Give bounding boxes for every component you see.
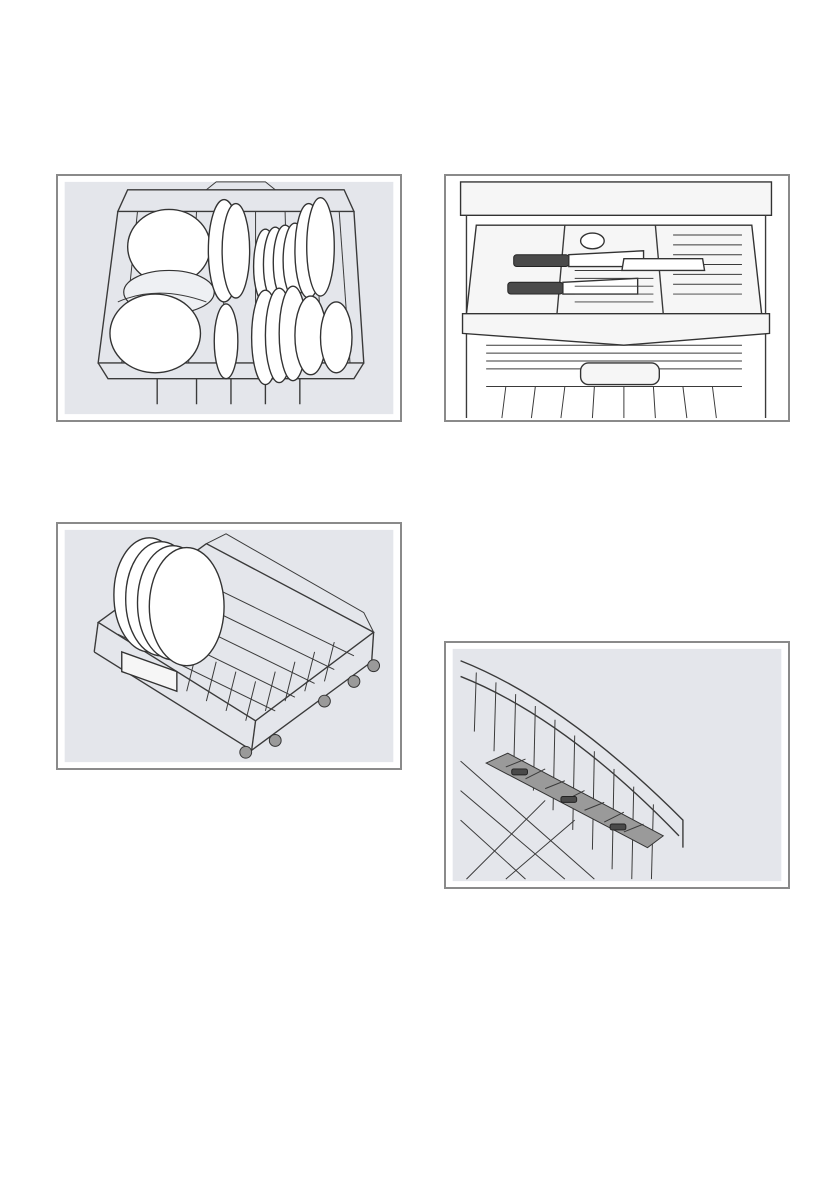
upper-basket-figure <box>56 174 402 422</box>
glass-holder-figure <box>444 641 790 889</box>
cutlery-drawer-with-knives-forks-spoons-illustration <box>446 176 788 420</box>
upper-basket-with-cups-and-plates-illustration <box>58 176 400 420</box>
lower-basket-figure <box>56 522 402 770</box>
cutlery-drawer-figure <box>444 174 790 422</box>
basket-rack-with-folding-glass-holder-illustration <box>446 643 788 887</box>
lower-basket-with-large-plates-illustration <box>58 524 400 768</box>
